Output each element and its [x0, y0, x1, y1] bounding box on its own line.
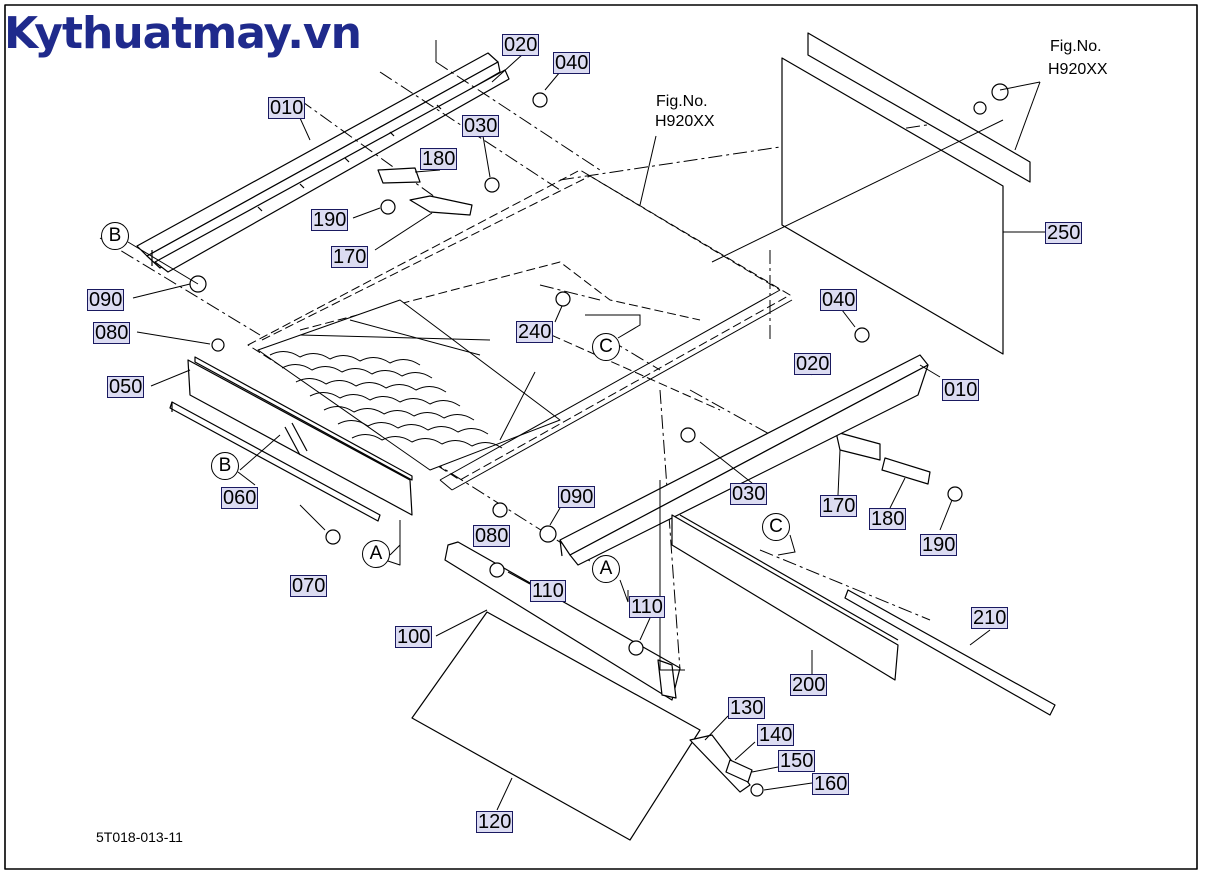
callout-240: 240: [516, 321, 554, 343]
callout-180: 180: [869, 508, 907, 530]
callout-150: 150: [778, 750, 816, 772]
callout-110: 110: [530, 580, 566, 602]
callout-100: 100: [395, 626, 433, 648]
callout-050: 050: [107, 376, 145, 398]
callout-180: 180: [420, 148, 458, 170]
callout-130: 130: [728, 697, 766, 719]
drawing-border: [4, 4, 1198, 870]
rail-010-right: [559, 354, 929, 566]
callout-010: 010: [942, 379, 980, 401]
guide-210: [844, 589, 1056, 716]
fig-ref-number: H920XX: [1048, 61, 1108, 78]
callout-120: 120: [476, 811, 514, 833]
bracket-170-180-lower: [835, 431, 931, 485]
callout-090: 090: [87, 289, 125, 311]
callout-170: 170: [331, 246, 369, 268]
view-marker-b: B: [211, 452, 239, 480]
callout-030: 030: [462, 115, 500, 137]
brand-logo: Kythuatmay.vn: [4, 8, 362, 59]
view-marker-c: C: [592, 333, 620, 361]
drawing-code: 5T018-013-11: [96, 829, 183, 845]
callout-110: 110: [629, 596, 665, 618]
callout-040: 040: [553, 52, 591, 74]
callout-090: 090: [558, 486, 596, 508]
view-marker-a: A: [592, 555, 620, 583]
callout-080: 080: [473, 525, 511, 547]
strip-060: [169, 401, 381, 522]
view-marker-a: A: [362, 540, 390, 568]
callout-080: 080: [93, 322, 131, 344]
linkage-130-160: [689, 734, 764, 797]
callout-200: 200: [790, 674, 828, 696]
callout-140: 140: [757, 724, 795, 746]
guide-200: [671, 514, 899, 681]
callout-040: 040: [820, 289, 858, 311]
bracket-170-180-upper: [377, 167, 473, 216]
tray-120: [411, 611, 701, 841]
fig-ref-label: Fig.No.: [656, 93, 708, 110]
callout-210: 210: [971, 607, 1009, 629]
view-marker-c: C: [762, 513, 790, 541]
callout-030: 030: [730, 483, 768, 505]
fig-ref-number: H920XX: [655, 113, 715, 130]
callout-160: 160: [812, 773, 850, 795]
callout-250: 250: [1045, 222, 1083, 244]
callout-010: 010: [268, 97, 306, 119]
callout-070: 070: [290, 575, 328, 597]
panel-050: [187, 356, 413, 516]
callout-060: 060: [221, 487, 259, 509]
fasteners: [189, 83, 1009, 656]
callout-020: 020: [502, 34, 540, 56]
rail-010-left: [136, 52, 510, 273]
callout-190: 190: [311, 209, 349, 231]
fig-ref-label: Fig.No.: [1050, 38, 1102, 55]
view-marker-b: B: [101, 222, 129, 250]
callout-020: 020: [794, 353, 832, 375]
callout-190: 190: [920, 534, 958, 556]
grate-mesh: [257, 289, 793, 491]
callout-170: 170: [820, 495, 858, 517]
cover-plate-250: [781, 32, 1031, 355]
